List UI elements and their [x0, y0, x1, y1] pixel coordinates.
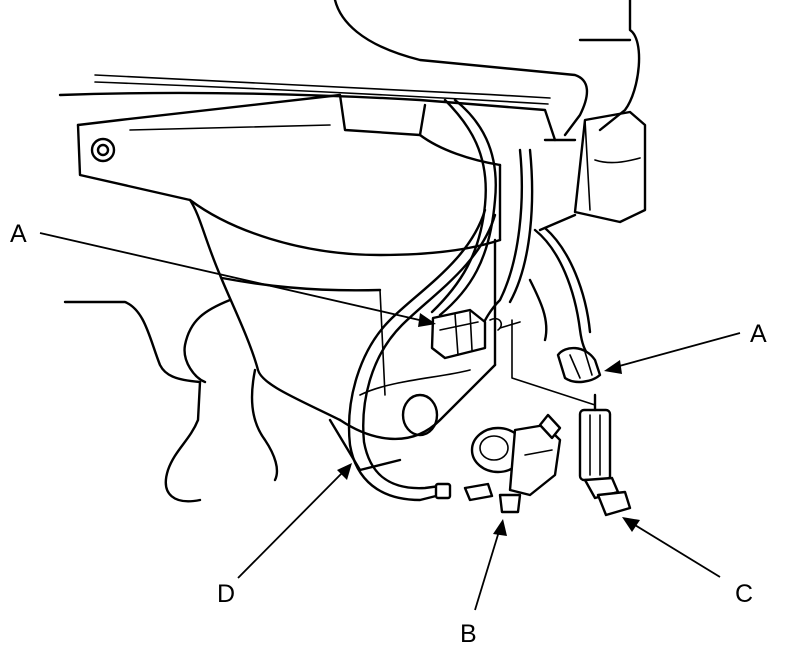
upper-body-panel	[58, 0, 641, 142]
level-sensor-c	[578, 393, 632, 517]
sensor-wire	[511, 319, 596, 406]
callout-c: C	[735, 580, 754, 608]
washer-hose-d	[347, 208, 497, 502]
wire-harness	[430, 98, 592, 357]
callout-b: B	[460, 620, 477, 648]
mounting-bracket	[76, 93, 427, 422]
callout-a-left: A	[10, 220, 27, 248]
connector-a-center	[430, 308, 502, 360]
connector-a-right	[556, 346, 602, 384]
callout-a-right: A	[750, 320, 767, 348]
callout-leaders	[39, 232, 741, 611]
side-bracket	[528, 110, 647, 342]
callout-d: D	[217, 580, 236, 608]
sensor-wire-mark	[499, 321, 521, 329]
washer-pump-b	[463, 413, 562, 514]
lower-frame	[63, 298, 402, 503]
